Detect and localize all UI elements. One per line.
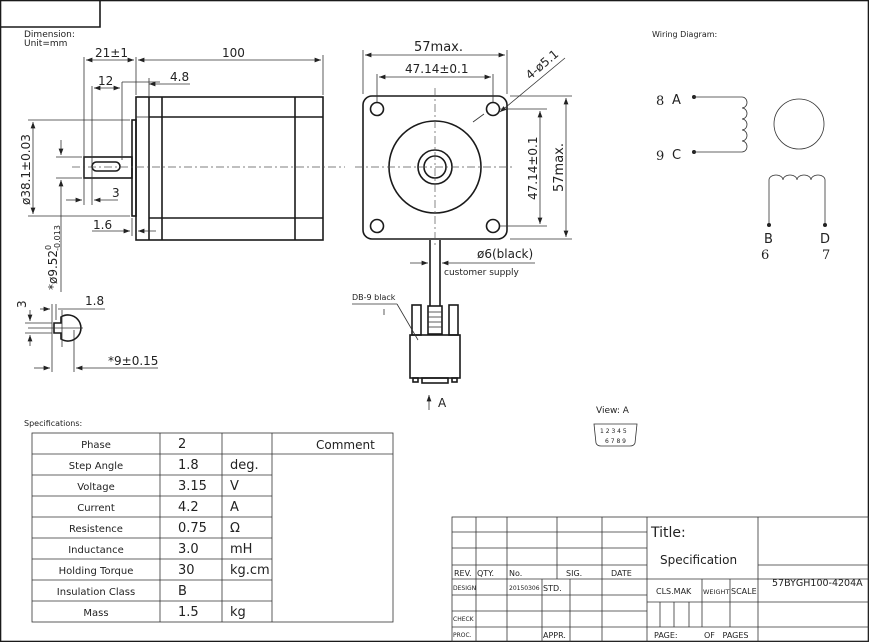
dim-width-max: 57max. xyxy=(414,40,463,55)
tb-qty: QTY. xyxy=(477,569,494,578)
title-block: REV. QTY. No. SIG. DATE DESIGN 20150306 … xyxy=(451,516,869,642)
tb-part-number: 57BYGH100-4204A xyxy=(772,578,863,589)
spec-value: 30 xyxy=(178,563,195,578)
dimension-label: Dimension: xyxy=(24,30,75,40)
view-arrow-label: A xyxy=(438,396,447,410)
spec-unit: A xyxy=(230,500,239,515)
spec-value: B xyxy=(178,584,187,599)
dim-flat: *9±0.15 xyxy=(108,354,158,368)
mounting-holes xyxy=(369,101,501,234)
spec-value: 3.0 xyxy=(178,542,199,557)
dim-pilot-diameter: ø38.1±0.03 xyxy=(19,134,33,205)
spec-name: Insulation Class xyxy=(57,587,135,598)
spec-unit: deg. xyxy=(230,458,259,473)
comment-header: Comment xyxy=(316,438,375,452)
pin-8: 8 xyxy=(656,94,664,109)
spec-unit: kg.cm xyxy=(230,563,270,578)
connector-pins-bottom: 6 7 8 9 xyxy=(605,438,626,445)
tb-no: No. xyxy=(509,569,522,578)
spec-unit: kg xyxy=(230,605,246,620)
tb-design-date: 20150306 xyxy=(509,585,540,592)
tb-design: DESIGN xyxy=(453,585,476,592)
spec-name: Step Angle xyxy=(69,461,123,472)
spec-value: 3.15 xyxy=(178,479,207,494)
dim-hole-spacing-h: 47.14±0.1 xyxy=(405,62,469,76)
shaft-section: 1.8 3 *9±0.15 xyxy=(15,294,158,372)
connector-label: DB-9 black xyxy=(352,293,396,302)
spec-unit: V xyxy=(230,479,239,494)
front-view: 57max. 47.14±0.1 4-ø5.1 47.14±0.1 57max.… xyxy=(352,40,572,410)
db9-connector xyxy=(409,304,461,384)
wire-c: C xyxy=(672,148,681,163)
pin-9: 9 xyxy=(656,149,664,164)
spec-name: Current xyxy=(77,503,115,514)
dim-height-max: 57max. xyxy=(552,143,567,192)
spec-value: 0.75 xyxy=(178,521,207,536)
view-a-label: View: A xyxy=(596,406,630,416)
dimension-note: Dimension: Unit=mm xyxy=(24,30,75,49)
pin-7: 7 xyxy=(822,248,830,263)
dim-flat-depth: 1.8 xyxy=(85,294,104,308)
connector-pins-top: 1 2 3 4 5 xyxy=(600,428,627,435)
tb-std: STD. xyxy=(543,584,562,593)
unit-label: Unit=mm xyxy=(24,39,67,49)
spec-value: 1.8 xyxy=(178,458,199,473)
tb-check: CHECK xyxy=(453,616,475,623)
wire-a: A xyxy=(672,93,681,108)
dim-pilot-depth: 1.6 xyxy=(93,218,112,232)
cable-note: customer supply xyxy=(444,268,520,278)
tb-proc: PROC. xyxy=(453,632,472,639)
spec-unit: Ω xyxy=(230,521,240,536)
spec-value: 4.2 xyxy=(178,500,199,515)
wire-b: B xyxy=(764,232,773,247)
tb-appr: APPR. xyxy=(543,631,566,640)
wiring-title: Wiring Diagram: xyxy=(652,30,717,39)
tb-title-value: Specification xyxy=(660,553,737,567)
specifications-title: Specifications: xyxy=(24,419,82,428)
spec-name: Voltage xyxy=(77,482,115,493)
spec-name: Inductance xyxy=(68,545,124,556)
dim-key-offset: 3 xyxy=(112,186,120,200)
dim-flange-offset: 4.8 xyxy=(170,70,189,84)
tb-sig: SIG. xyxy=(566,569,582,578)
dim-body-length: 100 xyxy=(222,46,245,60)
tb-weight: WEIGHT xyxy=(703,588,729,596)
dim-key-length: 12 xyxy=(98,74,113,88)
spec-name: Resistence xyxy=(69,524,123,535)
side-view: 21±1 100 12 4.8 ø38.1±0.03 *ø9.520-0.013… xyxy=(19,46,345,292)
dim-shaft-length: 21±1 xyxy=(95,46,128,60)
tb-of-pages: OF PAGES xyxy=(704,631,749,640)
dim-key-width: 3 xyxy=(15,300,29,308)
wire-d: D xyxy=(820,232,830,247)
spec-name: Phase xyxy=(81,440,111,451)
spec-value: 1.5 xyxy=(178,605,199,620)
cable xyxy=(429,240,441,306)
tb-cls-mak: CLS.MAK xyxy=(656,587,692,596)
tb-page: PAGE: xyxy=(654,631,678,640)
tb-date: DATE xyxy=(611,569,632,578)
tb-scale: SCALE xyxy=(731,587,757,596)
dim-cable: ø6(black) xyxy=(477,247,533,261)
wiring-diagram: Wiring Diagram: 8 A 9 C B 6 D 7 View: A … xyxy=(593,30,830,447)
tb-title-label: Title: xyxy=(650,525,686,541)
dim-shaft-diameter: *ø9.520-0.013 xyxy=(44,225,62,290)
spec-name: Mass xyxy=(83,608,108,619)
spec-unit: mH xyxy=(230,542,252,557)
spec-name: Holding Torque xyxy=(59,566,134,577)
tb-rev: REV. xyxy=(454,569,472,578)
pin-6: 6 xyxy=(761,248,769,263)
dim-hole-spacing-v: 47.14±0.1 xyxy=(526,137,540,201)
spec-value: 2 xyxy=(178,437,186,452)
